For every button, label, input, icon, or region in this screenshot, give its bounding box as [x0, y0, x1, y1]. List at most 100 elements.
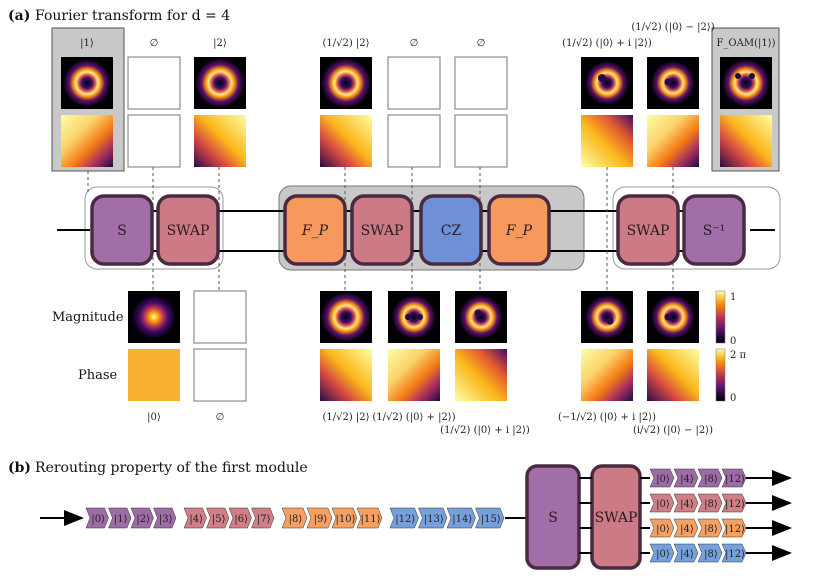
gate-a-box-4 — [350, 194, 414, 266]
profile-phase-top-7 — [581, 115, 633, 167]
profile-dot-bot-7 — [664, 313, 672, 321]
output-ket-chevron — [673, 543, 699, 563]
colorbar-phase — [715, 348, 726, 402]
panel-a-title: Fourier transform for d = 4 — [35, 8, 230, 24]
ket-label: |1⟩ — [114, 514, 128, 525]
output-lines: |0⟩|4⟩|8⟩|12⟩|0⟩|4⟩|8⟩|12⟩|0⟩|4⟩|8⟩|12⟩|… — [579, 468, 792, 563]
gate-a-1: S — [90, 194, 154, 266]
ket-chevron — [389, 507, 419, 529]
colorbar-mag-min: 0 — [730, 336, 736, 347]
gate-a-5: CZ — [419, 194, 483, 266]
panel-b-tag: (b) — [8, 460, 31, 476]
output-ket-chevron — [649, 493, 675, 513]
output-ket-chevron — [721, 468, 747, 488]
profile-empty-top-6a — [454, 56, 508, 110]
ket-chevron — [446, 507, 476, 529]
gate-a-box-5 — [419, 194, 483, 266]
gate-b-2: SWAP — [590, 464, 642, 570]
panel-b-title: Rerouting property of the first module — [35, 460, 308, 476]
ket-label: |8⟩ — [289, 514, 303, 525]
ket-label: |10⟩ — [336, 514, 356, 525]
ket-label: |12⟩ — [395, 514, 415, 525]
output-ket-label: |8⟩ — [704, 524, 718, 535]
bottom-label-4: (1/√2) (|0⟩ + |2⟩) — [372, 412, 455, 423]
top-label-8: (1/√2) (|0⟩ − |2⟩) — [631, 22, 714, 33]
ket-label: |13⟩ — [424, 514, 444, 525]
profile-ring-bot-5 — [459, 295, 503, 339]
top-label-6: ∅ — [477, 38, 486, 49]
profile-empty-top-5b — [387, 114, 441, 168]
profile-empty-top-6b — [454, 114, 508, 168]
bottom-label-7: (i/√2) (|0⟩ − |2⟩) — [633, 425, 713, 436]
output-ket-label: |12⟩ — [725, 549, 745, 560]
output-ket-label: |8⟩ — [704, 549, 718, 560]
output-line-2: |0⟩|4⟩|8⟩|12⟩ — [579, 493, 792, 513]
gate-a-box-1 — [90, 194, 154, 266]
output-ket-label: |12⟩ — [725, 499, 745, 510]
ket-group-2: |4⟩|5⟩|6⟩|7⟩ — [183, 507, 275, 529]
ket-label: |3⟩ — [159, 514, 173, 525]
output-ket-chevron — [721, 493, 747, 513]
output-ket-label: |12⟩ — [725, 524, 745, 535]
gate-a-box-7 — [616, 194, 680, 266]
ket-chevron — [85, 507, 109, 529]
profile-phase-bot-5 — [455, 349, 507, 401]
module-3-outline — [612, 186, 781, 270]
output-ket-label: |0⟩ — [656, 549, 670, 560]
top-label-1: |1⟩ — [80, 38, 94, 49]
gate-b-label-2: SWAP — [595, 510, 638, 526]
profile-phase-top-1 — [61, 115, 113, 167]
ket-label: |5⟩ — [212, 514, 226, 525]
profile-empty-top-5a — [387, 56, 441, 110]
output-line-1: |0⟩|4⟩|8⟩|12⟩ — [579, 468, 792, 488]
bottom-labels: |0⟩ ∅ (1/√2) |2⟩ (1/√2) (|0⟩ + |2⟩) (1/√… — [147, 412, 713, 436]
ket-chevron — [153, 507, 177, 529]
top-label-9: F_OAM(|1⟩) — [716, 38, 775, 49]
ket-chevron — [306, 507, 333, 529]
ket-label: |14⟩ — [452, 514, 472, 525]
gate-a-label-8: S⁻¹ — [703, 223, 726, 239]
gate-a-box-2 — [156, 194, 220, 266]
gate-a-4: SWAP — [350, 194, 414, 266]
ket-label: |4⟩ — [189, 514, 203, 525]
profile-ring-bot-6 — [585, 295, 629, 339]
bottom-label-6: (−1/√2) (|0⟩ + i |2⟩) — [558, 412, 656, 423]
profile-ring-bot-3 — [321, 292, 371, 342]
output-ket-label: |8⟩ — [704, 474, 718, 485]
gate-a-8: S⁻¹ — [682, 194, 746, 266]
gate-a-label-2: SWAP — [167, 223, 210, 239]
gates-b: S SWAP — [525, 464, 642, 570]
gates-a: S SWAP F_P SWAP CZ F_P SWAP S⁻¹ — [90, 194, 746, 266]
profile-empty-top-2a — [127, 56, 181, 110]
gate-a-3: F_P — [283, 194, 347, 266]
ket-label: |7⟩ — [257, 514, 271, 525]
ket-chevron — [183, 507, 207, 529]
profile-spot-top-7 — [585, 61, 629, 105]
ket-label: |0⟩ — [91, 514, 105, 525]
ket-chevron — [418, 507, 448, 529]
ket-chevron — [281, 507, 308, 529]
gate-a-label-7: SWAP — [627, 223, 670, 239]
top-label-7: (1/√2) (|0⟩ + i |2⟩) — [562, 38, 652, 49]
ket-group-4: |12⟩ |13⟩ |14⟩ |15⟩ — [389, 507, 505, 529]
gate-a-label-6: F_P — [505, 223, 533, 239]
ket-label: |15⟩ — [481, 514, 501, 525]
profile-phase-top-9 — [720, 115, 772, 167]
output-ket-chevron — [649, 518, 675, 538]
output-ket-chevron — [697, 493, 723, 513]
ket-chevron — [228, 507, 252, 529]
ket-label: |11⟩ — [361, 514, 381, 525]
profile-ring-top-3 — [195, 58, 245, 108]
gate-a-7: SWAP — [616, 194, 680, 266]
profile-phase-top-4 — [320, 115, 372, 167]
profile-empty-bot-2b — [193, 348, 247, 402]
top-label-5: ∅ — [410, 38, 419, 49]
colorbar-mag-max: 1 — [730, 292, 736, 303]
output-ket-chevron — [721, 543, 747, 563]
colorbar-phase-max: 2 π — [730, 350, 747, 361]
row-label-magnitude: Magnitude — [52, 310, 124, 325]
output-ket-label: |0⟩ — [656, 524, 670, 535]
gate-a-label-4: SWAP — [361, 223, 404, 239]
gate-b-1: S — [525, 464, 581, 570]
